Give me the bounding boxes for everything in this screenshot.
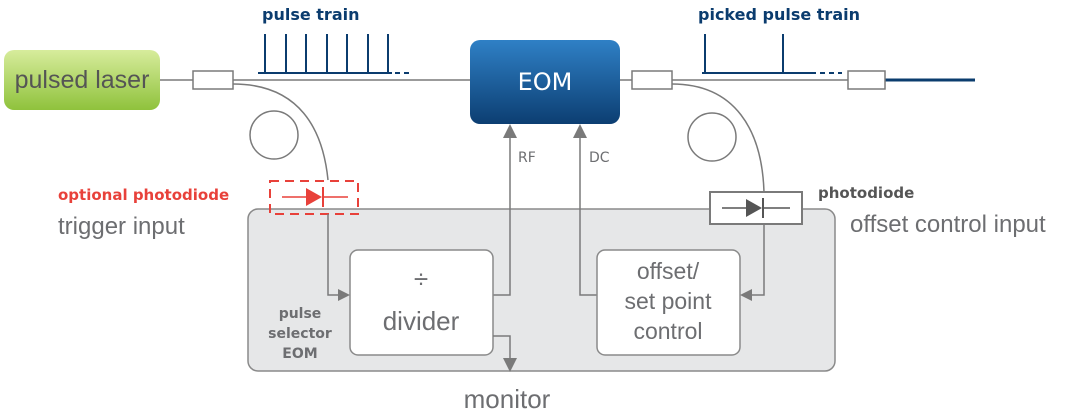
dc-arrowhead <box>573 124 587 138</box>
rf-label: RF <box>518 150 536 166</box>
control-panel <box>247 208 836 372</box>
rf-arrowhead <box>503 124 517 138</box>
picked-pulse-train-graphic <box>702 34 842 74</box>
trigger-arrowhead <box>338 289 350 301</box>
offset-control-box <box>596 249 741 356</box>
photodiode-icon <box>746 199 762 217</box>
pulse-selector-line1: pulse <box>279 306 322 322</box>
optional-photodiode-label: optional photodiode <box>58 186 229 204</box>
dc-label: DC <box>589 150 610 166</box>
tap-fiber-right <box>671 83 765 193</box>
offset-input-arrowhead <box>740 289 752 301</box>
optional-photodiode-frame <box>269 180 359 215</box>
trigger-input-label: trigger input <box>58 213 185 240</box>
trigger-line <box>327 214 338 296</box>
dc-line <box>579 134 597 296</box>
eom-label: EOM <box>518 68 573 96</box>
pulse-train-graphic <box>258 34 412 74</box>
rf-line <box>493 134 511 296</box>
photodiode-label: photodiode <box>818 184 914 202</box>
coupler-left <box>192 70 234 90</box>
offset-control-line3: control <box>633 318 702 344</box>
eom-box <box>470 40 620 124</box>
offset-control-input-label: offset control input <box>850 211 1046 238</box>
divider-box <box>349 249 494 356</box>
divider-label: divider <box>383 306 460 336</box>
offset-control-line1: offset/ <box>637 258 700 284</box>
fiber-loop-right <box>687 112 737 162</box>
picked-pulse-train-label: picked pulse train <box>698 5 860 24</box>
coupler-right <box>631 70 673 90</box>
tap-fiber-left <box>232 83 329 181</box>
monitor-arrowhead <box>503 358 517 372</box>
pulse-selector-line2: selector <box>268 326 332 342</box>
optional-photodiode-icon <box>306 188 322 206</box>
offset-control-line2: set point <box>625 288 713 314</box>
monitor-label: monitor <box>464 384 551 414</box>
offset-input-line <box>752 224 765 296</box>
monitor-line <box>493 335 511 360</box>
pulsed-laser-label: pulsed laser <box>15 66 150 94</box>
fiber-loop-left <box>249 110 299 160</box>
pulse-selector-line3: EOM <box>282 346 317 362</box>
divider-symbol: ÷ <box>414 264 428 294</box>
output-connector <box>847 70 886 90</box>
pulsed-laser-box <box>4 50 160 110</box>
pulse-train-label: pulse train <box>262 5 359 24</box>
